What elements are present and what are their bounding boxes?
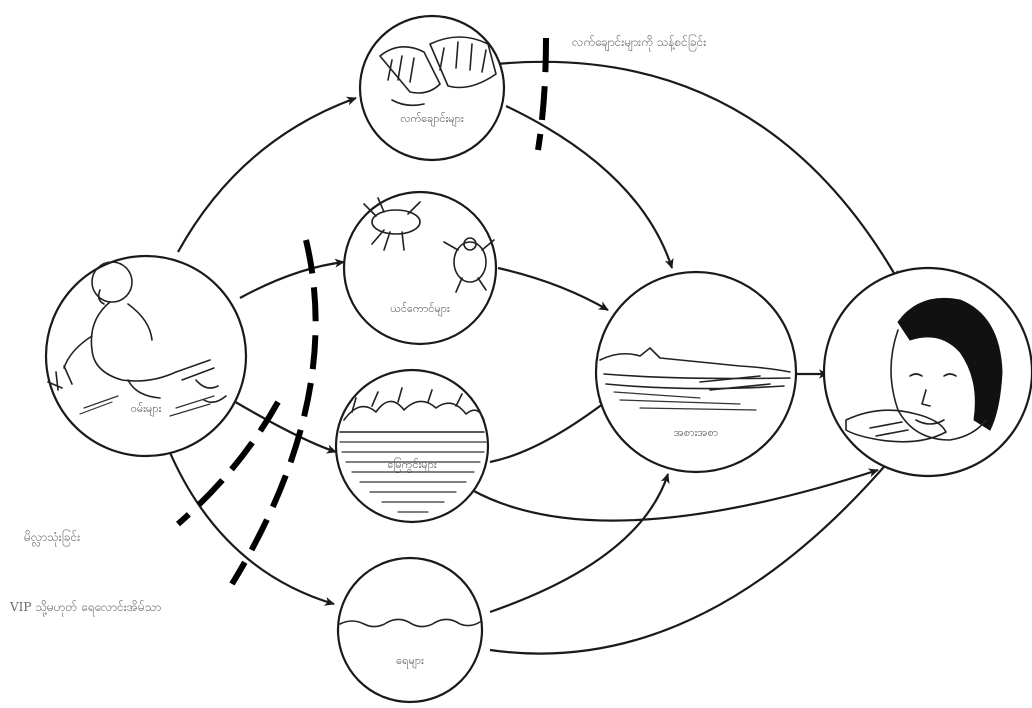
food-plate-illustration bbox=[599, 347, 791, 411]
node-flies: ယင်ကောင်များ bbox=[342, 190, 498, 346]
flies-illustration bbox=[363, 197, 495, 293]
flies-label: ယင်ကောင်များ bbox=[390, 302, 450, 317]
squatting-person-illustration bbox=[47, 261, 227, 417]
crops-field-illustration bbox=[339, 387, 487, 513]
fields-label: မြေကွင်းများ bbox=[387, 457, 437, 473]
person-eating-illustration bbox=[845, 297, 1003, 443]
water-surface-illustration bbox=[339, 618, 481, 628]
node-feces: ဝမ်းများ bbox=[44, 254, 248, 458]
node-fingers: လက်ချောင်းများ bbox=[358, 14, 506, 162]
flow-arrows bbox=[166, 60, 899, 655]
arrow-fluids-to-food bbox=[489, 473, 670, 614]
arrow-fingers-to-food bbox=[505, 105, 674, 269]
fingers-label: လက်ချောင်းများ bbox=[400, 112, 464, 127]
arrow-fields-to-person bbox=[471, 468, 879, 522]
arrow-fingers-to-person bbox=[495, 60, 899, 281]
food-label: အစားအစာ bbox=[674, 426, 718, 439]
barrier-handwashing bbox=[535, 37, 549, 151]
arrow-fields-to-food bbox=[489, 399, 609, 464]
feces-label: ဝမ်းများ bbox=[131, 402, 162, 417]
arrow-fluids-to-person bbox=[489, 459, 891, 655]
arrow-feces-to-fields bbox=[231, 399, 337, 454]
node-fields: မြေကွင်းများ bbox=[334, 368, 490, 524]
node-fluids: ရေများ bbox=[336, 556, 484, 704]
arrow-feces-to-fluids bbox=[166, 447, 335, 606]
node-food: အစားအစာ bbox=[594, 270, 798, 474]
arrow-flies-to-food bbox=[497, 266, 609, 311]
arrow-feces-to-flies bbox=[239, 258, 345, 299]
dirty-hands-illustration bbox=[379, 36, 497, 107]
vip-latrine-label: VIP သို့မဟုတ် ရေလောင်းအိမ်သာ bbox=[9, 599, 161, 617]
handwashing-label: လက်ချောင်းများကို သန့်စင်ခြင်း bbox=[572, 33, 706, 52]
barriers bbox=[176, 37, 549, 586]
arrow-feces-to-fingers bbox=[177, 96, 357, 253]
sanitation-label: မိလ္လာသုံးခြင်း bbox=[24, 528, 80, 547]
barrier-vip bbox=[229, 239, 319, 586]
node-person bbox=[822, 266, 1032, 478]
barrier-sanitation bbox=[176, 400, 281, 527]
fluids-label: ရေများ bbox=[396, 654, 424, 669]
